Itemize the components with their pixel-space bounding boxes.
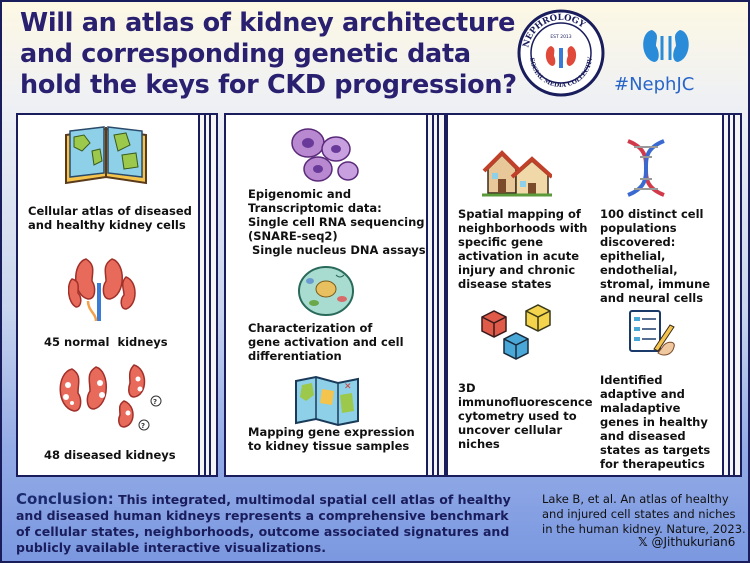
epigenomic-line-2: Transcriptomic data: (248, 201, 382, 215)
immunofluorescence-text: 3D immunofluorescence cytometry used to … (458, 381, 593, 451)
spatial-mapping-text: Spatial mapping of neighborhoods with sp… (458, 207, 588, 291)
conclusion-text: This integrated, multimodal spatial cell… (16, 492, 511, 555)
normal-kidneys-icon (68, 258, 136, 322)
conclusion-label: Conclusion: (16, 490, 114, 508)
svg-text:?: ? (153, 398, 157, 406)
epigenomic-line-1: Epigenomic and (248, 187, 352, 201)
clipboard-writing-icon (629, 310, 675, 356)
adaptive-genes-text: Identified adaptive and maladaptive gene… (600, 373, 711, 471)
svg-text:?: ? (141, 422, 145, 430)
epigenomic-line-3: Single cell RNA sequencing (248, 215, 425, 229)
neighborhood-houses-icon (482, 150, 552, 197)
atlas-text: Cellular atlas of diseased and healthy k… (28, 204, 192, 232)
cell-populations-text: 100 distinct cell populations discovered… (600, 207, 711, 305)
mapping-text: Mapping gene expression to kidney tissue… (248, 425, 415, 453)
panel-epigenomic: Epigenomic and Transcriptomic data: Sing… (224, 113, 446, 477)
author-handle[interactable]: 𝕏 @Jithukurian6 (638, 535, 735, 549)
characterization-text: Characterization of gene activation and … (248, 321, 404, 363)
panel-findings: Spatial mapping of neighborhoods with sp… (446, 113, 742, 477)
conclusion: Conclusion: This integrated, multimodal … (16, 491, 526, 556)
atlas-map-icon (65, 126, 147, 185)
epigenomic-line-4: (SNARE-seq2) (248, 229, 338, 243)
x-logo-icon: 𝕏 (638, 535, 648, 549)
diseased-kidneys-icon: ? ? (59, 364, 162, 431)
gene-map-icon: ✕ (295, 375, 359, 427)
dna-icon (627, 139, 665, 197)
panel-rail (426, 115, 444, 475)
epigenomic-text: Epigenomic and Transcriptomic data: Sing… (248, 187, 438, 257)
panel-cellular-atlas: Cellular atlas of diseased and healthy k… (16, 113, 218, 477)
diseased-kidneys-text: 48 diseased kidneys (44, 448, 176, 462)
cubes-icon (481, 304, 551, 360)
author-handle-text: @Jithukurian6 (651, 535, 736, 549)
normal-kidneys-text: 45 normal kidneys (44, 335, 168, 349)
panel-rail (722, 115, 740, 475)
svg-text:✕: ✕ (344, 382, 352, 392)
panel-rail (198, 115, 216, 475)
cell-diagram-icon (298, 266, 354, 316)
svg-text:EST 2013: EST 2013 (550, 34, 571, 40)
nephjc-hashtag: #NephJC (614, 74, 695, 95)
epigenomic-line-5: Single nucleus DNA assays (248, 243, 426, 257)
reference-citation: Lake B, et al. An atlas of healthy and i… (542, 492, 746, 536)
cells-icon (291, 128, 359, 182)
page-title: Will an atlas of kidney architecture and… (20, 8, 517, 100)
nephjc-logo (643, 30, 689, 62)
